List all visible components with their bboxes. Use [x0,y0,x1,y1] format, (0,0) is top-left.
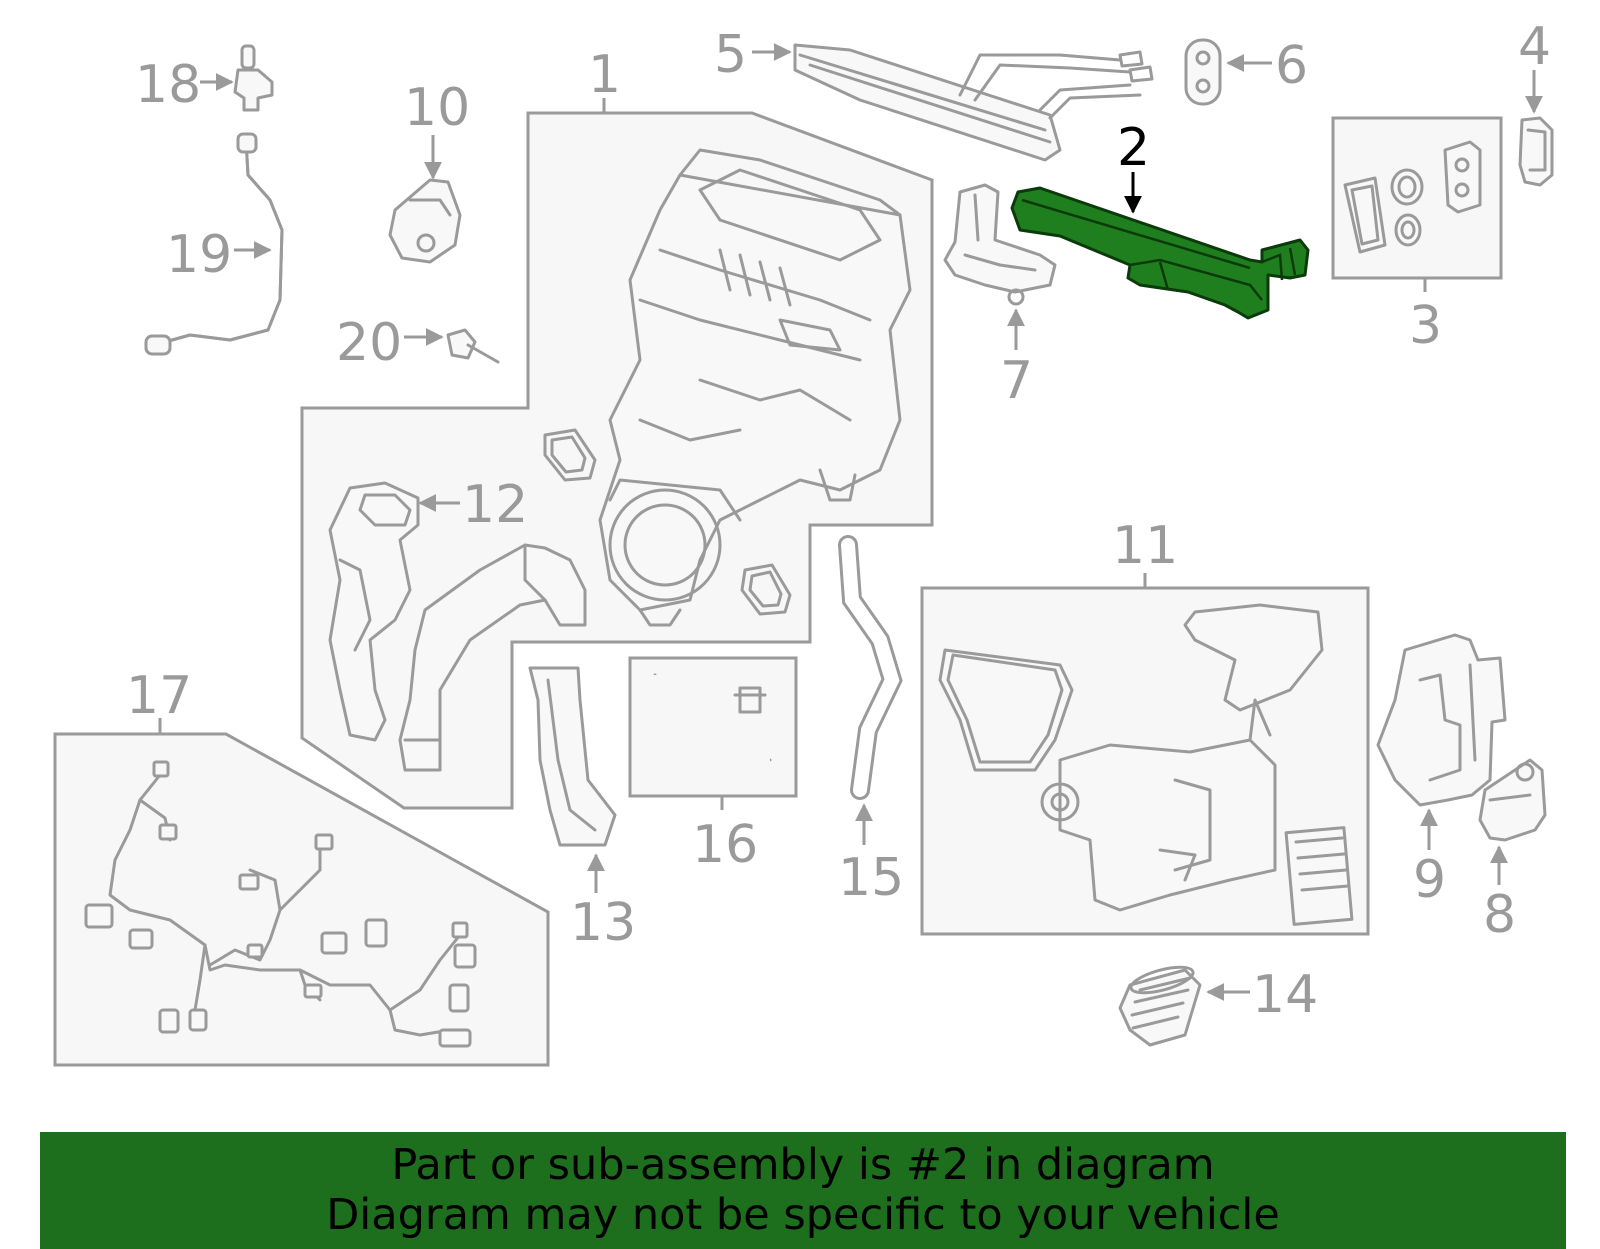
callout-9: 9 [1413,850,1446,910]
callout-10: 10 [404,78,470,138]
callout-13-group: 13 [570,853,636,953]
callout-20-group: 20 [336,313,444,373]
callout-3: 3 [1409,296,1442,356]
callout-18: 18 [135,55,201,115]
grommet-part-6 [1184,38,1222,106]
expansion-bracket-part-7 [943,183,1057,306]
duct-part-13 [528,666,617,847]
actuator-part-8 [1478,758,1547,842]
callout-14: 14 [1252,965,1318,1025]
banner-line-2: Diagram may not be specific to your vehi… [326,1190,1280,1240]
callout-13: 13 [570,893,636,953]
callout-1: 1 [588,45,621,105]
callout-6: 6 [1275,36,1308,96]
callout-8: 8 [1483,885,1516,945]
hvac-housing-part [598,148,912,627]
callout-4-group: 4 [1518,17,1551,114]
callout-19-group: 19 [166,225,272,285]
callout-14-group: 14 [1206,965,1318,1025]
callout-4: 4 [1518,17,1551,77]
hose-part-16 [650,673,772,771]
callout-9-group: 9 [1413,808,1446,910]
callout-7: 7 [1000,351,1033,411]
callout-7-group: 7 [1000,308,1033,411]
callout-11: 11 [1112,516,1178,576]
callout-12-group: 12 [418,475,528,535]
duct-part [398,543,587,772]
drain-hose-part-15 [838,535,903,800]
seal-kit-part-3 [1343,140,1482,254]
filter-part-14 [1118,965,1202,1047]
callout-15-group: 15 [838,803,904,908]
callout-15: 15 [838,848,904,908]
callout-5: 5 [714,25,747,85]
duct-part-12 [328,481,420,742]
bracket-part-9 [1376,633,1507,807]
banner-line-1: Part or sub-assembly is #2 in diagram [391,1140,1215,1190]
hose-part-19 [144,132,284,356]
callout-2: 2 [1117,118,1150,178]
bolt-part-20 [446,328,500,364]
callout-18-group: 18 [135,55,234,115]
callout-8-group: 8 [1483,845,1516,945]
blower-housing-part-11 [938,603,1354,926]
callout-16: 16 [692,815,758,875]
clip-part-4 [1518,116,1554,187]
callout-5-group: 5 [714,25,792,85]
info-banner: Part or sub-assembly is #2 in diagram Di… [40,1132,1566,1249]
callout-19: 19 [166,225,232,285]
callout-20: 20 [336,313,402,373]
gasket-part [543,428,792,616]
callout-17: 17 [126,666,192,726]
callout-12: 12 [462,475,528,535]
heater-core-part-5 [793,43,1154,162]
callout-10-group: 10 [404,78,470,180]
valve-part-18 [233,44,274,112]
evaporator-part-2-highlighted [1010,186,1310,320]
wiring-harness-part-17 [84,760,477,1048]
callout-6-group: 6 [1226,36,1308,96]
actuator-part-10 [388,178,462,264]
callout-2-group: 2 [1117,118,1150,214]
